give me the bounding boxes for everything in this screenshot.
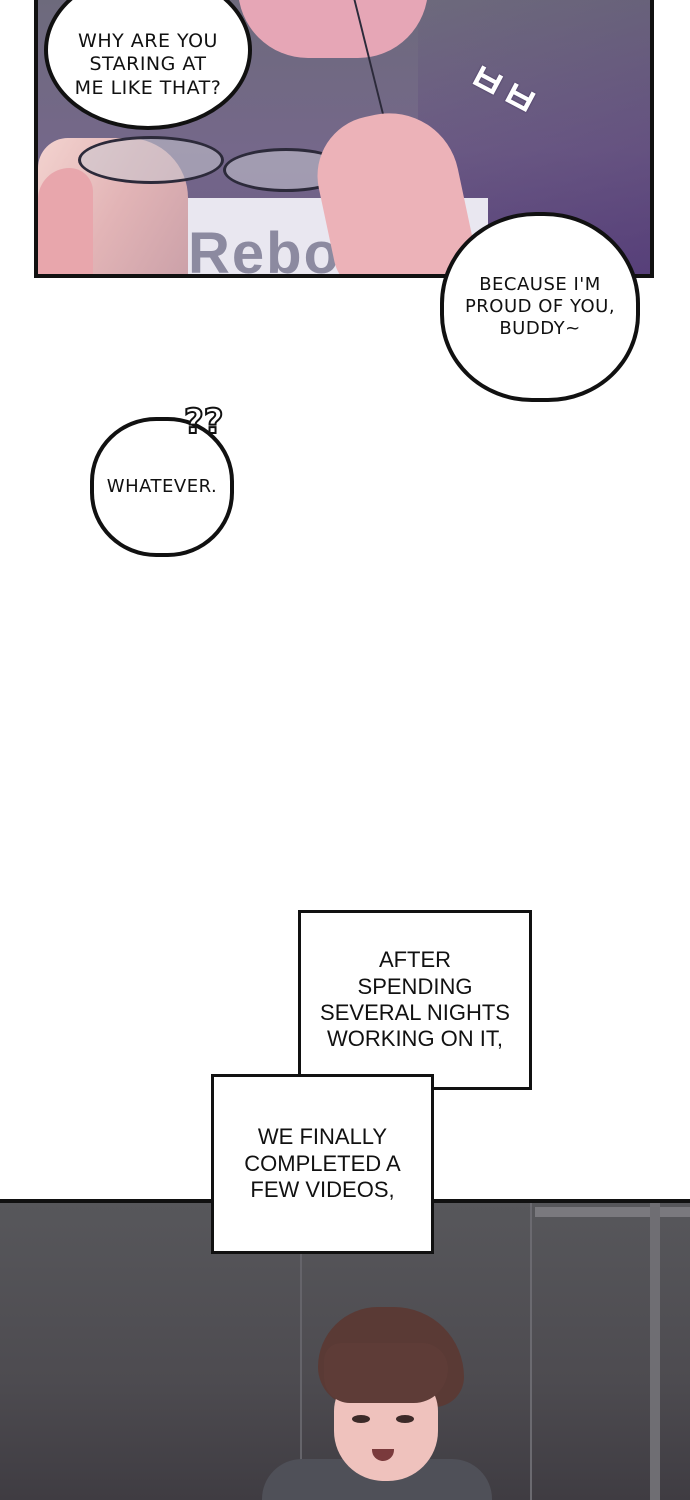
wall-seam <box>530 1203 532 1500</box>
shirt-print-text: Rebo <box>188 221 341 278</box>
speech-text-staring: WHY ARE YOU STARING AT ME LIKE THAT? <box>74 30 222 99</box>
speech-text-whatever: WHATEVER. <box>106 476 218 498</box>
character-eye-left <box>352 1415 370 1423</box>
narration-text-nights: AFTER SPENDING SEVERAL NIGHTS WORKING ON… <box>320 947 510 1052</box>
character-eye-right <box>396 1415 414 1423</box>
glasses-lens-left <box>78 136 224 184</box>
left-hand <box>38 168 93 274</box>
speech-bubble-whatever: WHATEVER. <box>90 417 234 557</box>
narration-box-videos: WE FINALLY COMPLETED A FEW VIDEOS, <box>211 1074 434 1254</box>
speech-bubble-staring: WHY ARE YOU STARING AT ME LIKE THAT? <box>44 0 252 130</box>
wall-pipe <box>650 1203 660 1500</box>
narration-text-videos: WE FINALLY COMPLETED A FEW VIDEOS, <box>244 1124 401 1203</box>
wall-seam <box>300 1203 302 1500</box>
character-mouth <box>372 1449 394 1461</box>
comic-panel-top: Rebo ㅂㅂ <box>34 0 654 278</box>
speech-text-proud: BECAUSE I'M PROUD OF YOU, BUDDY~ <box>464 274 616 339</box>
question-marks: ?? <box>183 401 224 443</box>
character-fringe <box>324 1343 448 1403</box>
narration-box-nights: AFTER SPENDING SEVERAL NIGHTS WORKING ON… <box>298 910 532 1090</box>
wall-shelf <box>535 1207 690 1217</box>
speech-bubble-proud: BECAUSE I'M PROUD OF YOU, BUDDY~ <box>440 212 640 402</box>
